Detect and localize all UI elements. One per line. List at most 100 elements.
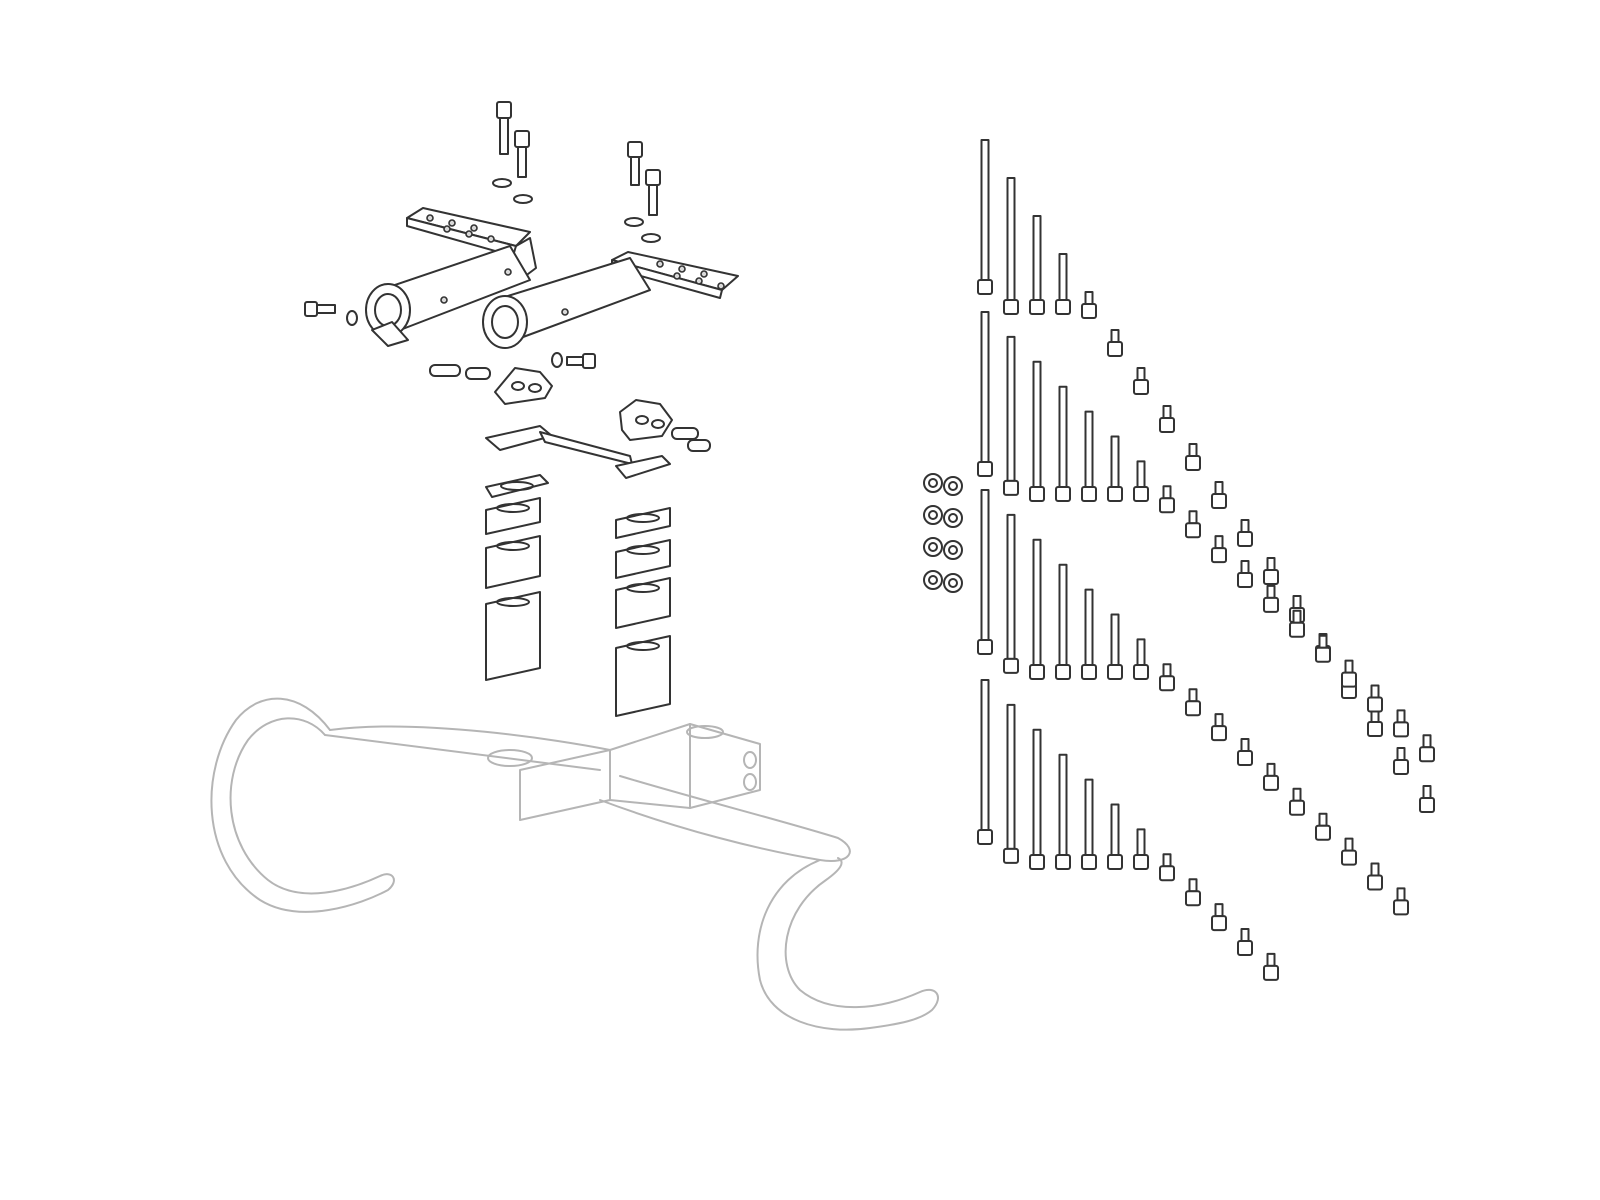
handlebar	[210, 697, 939, 1031]
bolt	[1367, 862, 1383, 891]
washer	[492, 178, 512, 188]
bolt	[1029, 360, 1045, 502]
bolt	[1315, 812, 1331, 841]
washer	[923, 570, 943, 590]
washer	[923, 537, 943, 557]
bolt	[977, 679, 993, 845]
bolt	[977, 311, 993, 477]
bolt	[1003, 513, 1019, 674]
washer	[624, 217, 644, 227]
washer	[923, 505, 943, 525]
washer	[923, 473, 943, 493]
washer-group	[923, 473, 963, 593]
bolt	[1159, 405, 1175, 433]
side-bolt-left	[304, 301, 358, 326]
bolt	[1211, 903, 1227, 932]
right-bracket-assembly	[482, 251, 739, 369]
bolt	[1159, 485, 1175, 514]
side-bolt-right	[551, 352, 596, 369]
bolt-rack	[977, 139, 1435, 981]
extension-clamp-left	[365, 245, 531, 347]
bolt	[1263, 762, 1279, 791]
bolt	[1003, 335, 1019, 496]
bolt	[1107, 435, 1123, 502]
bolt	[1107, 613, 1123, 680]
spacer	[615, 577, 671, 629]
bolt	[1185, 510, 1201, 539]
bolt	[1367, 709, 1383, 737]
bolt	[1289, 609, 1305, 638]
bolt	[1211, 481, 1227, 509]
mount-blocks	[429, 364, 711, 479]
bolt	[1237, 519, 1253, 547]
left-bracket-assembly	[304, 207, 537, 347]
bolt	[1133, 638, 1149, 680]
bolt	[1081, 588, 1097, 680]
bolt	[1055, 563, 1071, 680]
bolt	[1393, 709, 1409, 738]
spacer	[485, 474, 549, 498]
bolt	[1393, 747, 1409, 775]
armrest-bracket-left	[406, 207, 537, 281]
bolt	[1393, 887, 1409, 916]
bolt	[1419, 785, 1435, 813]
washer	[943, 573, 963, 593]
extension-clamp-right	[482, 257, 651, 349]
bolt	[1341, 837, 1357, 866]
bolt	[1211, 535, 1227, 564]
bolt	[1055, 385, 1071, 502]
bolt	[496, 101, 512, 155]
washer	[943, 540, 963, 560]
bolt	[1185, 688, 1201, 717]
bolt	[1159, 853, 1175, 882]
bolt	[1263, 584, 1279, 613]
bolt	[1029, 538, 1045, 680]
bolt	[514, 130, 530, 178]
bolt	[1237, 928, 1253, 956]
bolt	[1081, 410, 1097, 502]
bridge-plate	[485, 425, 671, 479]
bolt	[977, 489, 993, 655]
bolt	[1081, 291, 1097, 319]
bolt	[1003, 177, 1019, 315]
bolt	[627, 141, 643, 186]
bolt	[1419, 734, 1435, 763]
mount-block-right	[619, 399, 673, 441]
bolt	[977, 139, 993, 295]
bolt	[1315, 634, 1331, 663]
bolt	[1211, 713, 1227, 742]
armrest-bracket-right	[611, 251, 739, 299]
bolt	[1263, 952, 1279, 981]
spacer	[615, 507, 671, 539]
bolt	[1263, 557, 1279, 585]
bolt	[1133, 460, 1149, 502]
washer	[513, 194, 533, 204]
bolt	[1055, 753, 1071, 870]
bolt	[1029, 215, 1045, 315]
bar-clamp-tab	[487, 749, 533, 767]
bolt	[1367, 684, 1383, 713]
stem	[609, 723, 761, 809]
bolt	[1185, 443, 1201, 471]
washer	[641, 233, 661, 243]
spacer-stack-left	[485, 474, 549, 681]
top-bolts-right	[624, 141, 661, 243]
bolt	[1107, 329, 1123, 357]
pin-left	[429, 364, 491, 380]
bolt	[1341, 659, 1357, 688]
bolt	[1055, 253, 1071, 315]
spacer	[485, 591, 541, 681]
bolt	[1133, 367, 1149, 395]
washer	[943, 508, 963, 528]
bolt	[1185, 878, 1201, 907]
bolt	[1289, 787, 1305, 816]
mount-block-left	[494, 367, 553, 405]
bolt	[1159, 663, 1175, 692]
bolt	[1237, 560, 1253, 588]
washer	[943, 476, 963, 496]
pin-right	[671, 427, 711, 452]
bolt	[1081, 778, 1097, 870]
top-bolts-left	[492, 101, 533, 204]
bolt	[1133, 828, 1149, 870]
